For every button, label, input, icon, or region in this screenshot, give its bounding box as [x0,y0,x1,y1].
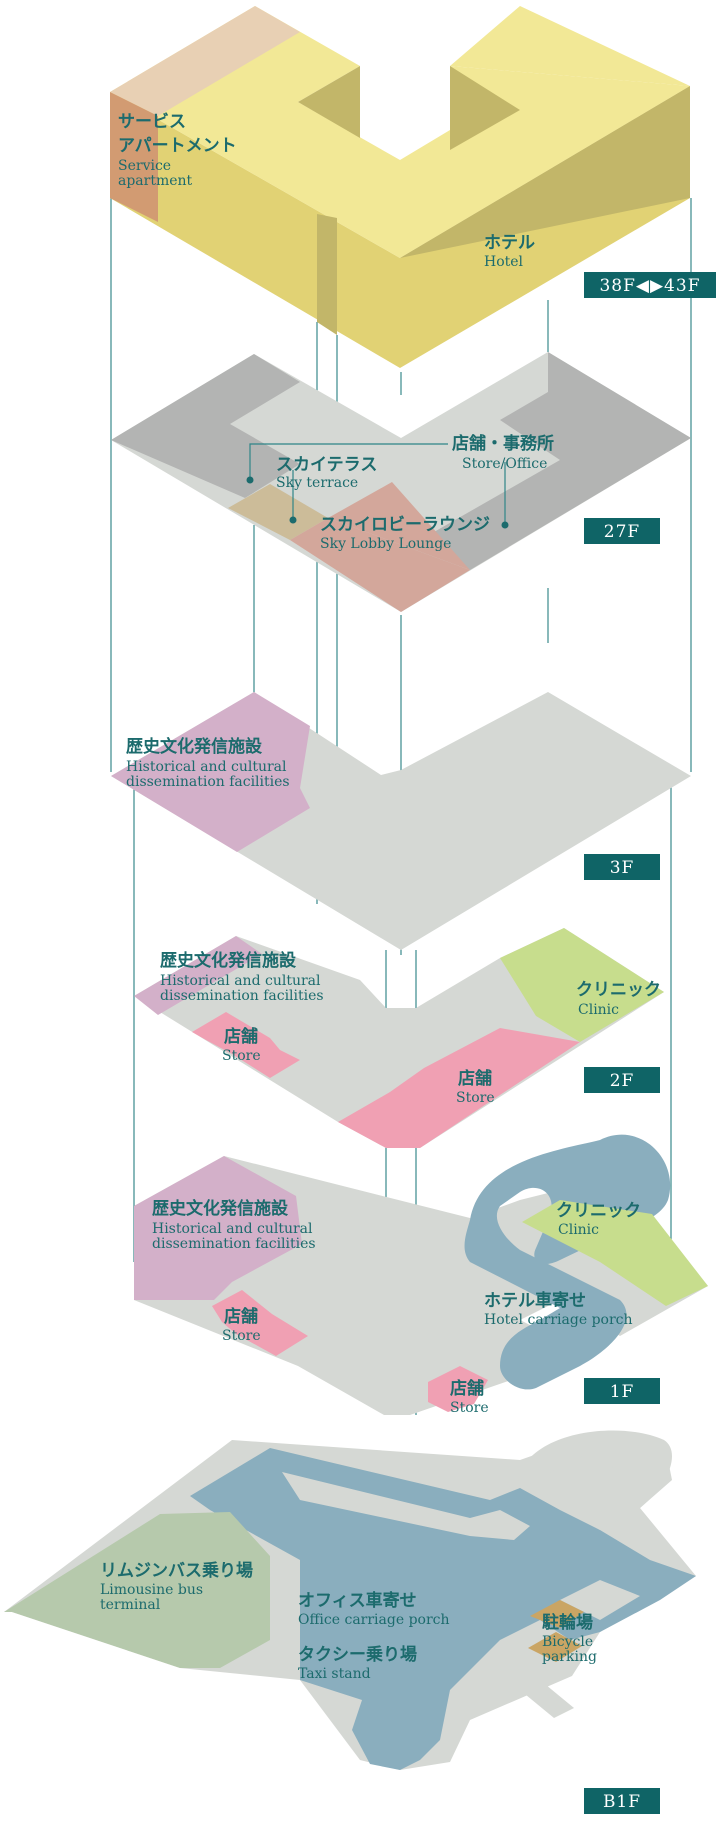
clinic-2f-en: Clinic [578,1002,619,1018]
service-apartment-en-1: Service [118,158,171,174]
floor-badge-38f-43f: 38F◀▶43F [584,272,716,298]
historical-1f-jp: 歴史文化発信施設 [152,1198,289,1219]
store-office-en: Store/Office [462,456,547,472]
leader-lines-27f [246,443,509,529]
floor-badge-1f: 1F [584,1378,660,1404]
historical-2f-en-1: Historical and cultural [160,973,321,989]
store-1f-b-jp: 店舗 [450,1378,484,1399]
floor-1f [134,1134,708,1415]
svg-text:3F: 3F [610,858,635,878]
store-office-jp: 店舗・事務所 [452,433,554,454]
taxi-jp: タクシー乗り場 [298,1645,417,1665]
hotel-porch-jp: ホテル車寄せ [484,1290,586,1311]
floor-badge-27f: 27F [584,518,660,544]
taxi-en: Taxi stand [298,1666,371,1682]
bicycle-en-1: Bicycle [542,1634,593,1650]
sky-lobby-jp: スカイロビーラウンジ [320,515,490,535]
hotel-porch-en: Hotel carriage porch [484,1312,633,1328]
historical-3f-jp: 歴史文化発信施設 [126,736,263,757]
store-2f-a-jp: 店舗 [224,1026,258,1047]
floor-badge-3f: 3F [584,854,660,880]
floor-27f [111,352,691,612]
floor-b1f [4,1430,696,1770]
floor-3f [111,692,691,950]
limousine-en-1: Limousine bus [100,1582,203,1598]
sky-lobby-en: Sky Lobby Lounge [320,536,451,552]
tower-block [110,6,690,368]
store-2f-b-jp: 店舗 [458,1068,492,1089]
store-2f-a-en: Store [222,1048,261,1064]
service-apartment-en-2: apartment [118,173,193,189]
svg-text:38F◀▶43F: 38F◀▶43F [599,276,700,296]
store-1f-a-jp: 店舗 [224,1306,258,1327]
sky-terrace-en: Sky terrace [276,475,358,491]
floor-badge-2f: 2F [584,1067,660,1093]
historical-3f-en-2: dissemination facilities [126,774,290,790]
service-apartment-jp-2: アパートメント [118,136,237,156]
clinic-2f-jp: クリニック [576,980,661,1000]
svg-text:2F: 2F [610,1071,635,1091]
floor-2f [134,928,664,1148]
historical-2f-en-2: dissemination facilities [160,988,324,1004]
historical-1f-en-2: dissemination facilities [152,1236,316,1252]
office-porch-jp: オフィス車寄せ [298,1590,417,1611]
bicycle-en-2: parking [542,1649,597,1665]
hotel-label-jp: ホテル [484,233,535,253]
svg-text:1F: 1F [610,1382,635,1402]
svg-text:27F: 27F [604,522,640,542]
store-2f-b-en: Store [456,1090,495,1106]
historical-1f-en-1: Historical and cultural [152,1221,313,1237]
svg-text:B1F: B1F [603,1792,641,1812]
historical-2f-jp: 歴史文化発信施設 [160,950,297,971]
clinic-1f-en: Clinic [558,1222,599,1238]
limousine-jp: リムジンバス乗り場 [100,1561,253,1581]
bicycle-jp: 駐輪場 [542,1612,593,1633]
store-1f-b-en: Store [450,1400,489,1416]
limousine-en-2: terminal [100,1597,161,1613]
office-porch-en: Office carriage porch [298,1612,450,1628]
clinic-1f-jp: クリニック [556,1201,641,1221]
historical-3f-en-1: Historical and cultural [126,759,287,775]
hotel-label-en: Hotel [484,254,524,270]
store-1f-a-en: Store [222,1328,261,1344]
service-apartment-jp-1: サービス [118,112,186,132]
sky-terrace-jp: スカイテラス [276,455,377,475]
floor-badge-b1f: B1F [584,1788,660,1814]
